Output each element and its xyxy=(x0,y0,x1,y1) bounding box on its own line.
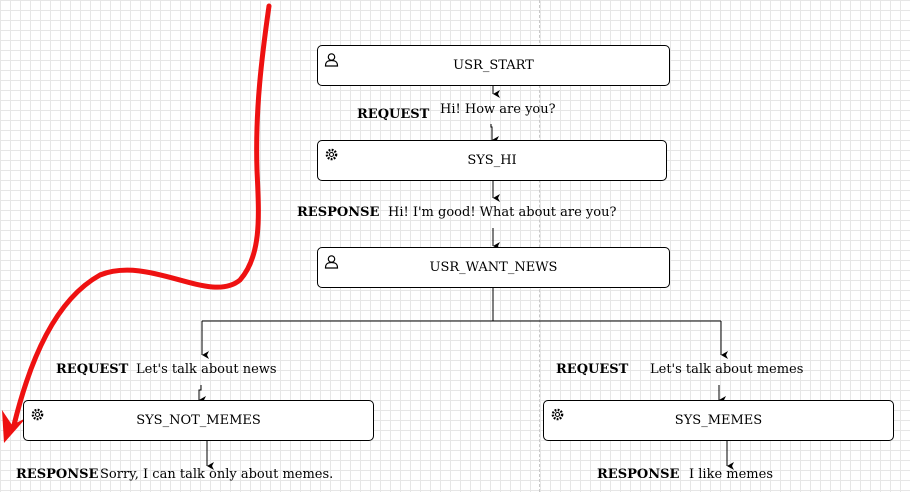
request-label-1-kind: REQUEST xyxy=(357,107,430,122)
page-divider xyxy=(539,0,540,492)
node-label: SYS_MEMES xyxy=(674,413,763,428)
gear-icon xyxy=(325,148,338,161)
gear-icon xyxy=(551,408,564,421)
node-sys-memes[interactable]: SYS_MEMES xyxy=(543,400,894,441)
gear-icon xyxy=(31,408,44,421)
node-label: SYS_HI xyxy=(467,153,517,168)
response-label-right-kind: RESPONSE xyxy=(597,467,680,482)
node-usr-want-news[interactable]: USR_WANT_NEWS xyxy=(317,247,670,288)
edge-request-to-sys-hi xyxy=(490,124,499,144)
node-label: USR_START xyxy=(453,58,534,73)
annotation-arrow-curve xyxy=(11,3,272,428)
node-usr-start[interactable]: USR_START xyxy=(317,45,670,86)
response-label-1-text: Hi! I'm good! What about are you? xyxy=(388,205,617,220)
request-label-right-text: Let's talk about memes xyxy=(650,362,804,377)
node-sys-hi[interactable]: SYS_HI xyxy=(317,140,667,181)
edge-left-request-to-sys-not-memes xyxy=(198,385,206,404)
request-label-1-text: Hi! How are you? xyxy=(440,102,556,117)
response-label-left-kind: RESPONSE xyxy=(16,467,99,482)
node-sys-not-memes[interactable]: SYS_NOT_MEMES xyxy=(23,400,374,441)
edge-want-news-split xyxy=(202,288,721,322)
response-label-right-text: I like memes xyxy=(689,467,773,482)
node-label: SYS_NOT_MEMES xyxy=(136,413,261,428)
node-label: USR_WANT_NEWS xyxy=(429,260,558,275)
request-label-left-text: Let's talk about news xyxy=(136,362,277,377)
response-label-left-text: Sorry, I can talk only about memes. xyxy=(100,467,334,482)
response-label-1-kind: RESPONSE xyxy=(297,205,380,220)
user-icon xyxy=(324,255,339,269)
user-icon xyxy=(324,53,339,67)
request-label-right-kind: REQUEST xyxy=(556,362,629,377)
request-label-left-kind: REQUEST xyxy=(56,362,129,377)
annotation-arrow-head xyxy=(2,410,26,443)
